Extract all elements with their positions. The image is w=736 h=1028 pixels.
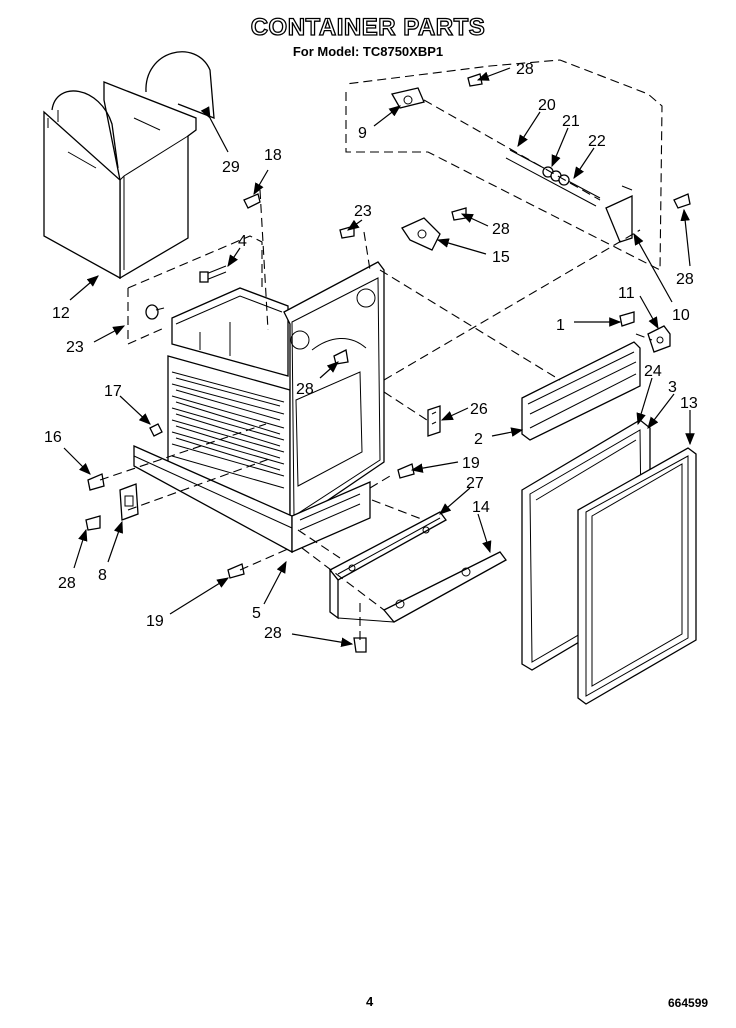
callout-28-frame: 28 [296,381,314,398]
callout-11: 11 [618,285,635,302]
callout-17: 17 [104,383,122,400]
toe-grille-drawing [329,511,507,623]
callout-3: 3 [668,379,677,396]
bracket-26-drawing [427,405,441,437]
hardware-dashed-group-left [127,235,263,345]
leader-arrows [63,67,695,647]
hinge-dashed-group-top [345,59,663,271]
door-hinge-bar-drawing [521,341,641,441]
callout-28-right: 28 [676,271,694,288]
bracket-8-drawing [119,483,139,521]
callout-29: 29 [222,159,240,176]
callout-5: 5 [252,605,261,622]
page-number: 4 [366,994,374,1009]
callout-21: 21 [562,113,580,130]
callout-9: 9 [358,125,367,142]
callout-12: 12 [52,305,70,322]
callout-4: 4 [238,233,247,250]
door-panel-13-drawing [577,447,697,705]
model-subtitle: For Model: TC8750XBP1 [292,44,444,59]
callout-19-right: 19 [462,455,480,472]
callout-23-left: 23 [66,339,84,356]
callout-10: 10 [672,307,690,324]
callout-14: 14 [472,499,490,516]
callout-13: 13 [680,395,698,412]
assembly-guide-lines [99,99,653,640]
callout-23-top: 23 [354,203,372,220]
cabinet-frame-drawing [133,261,385,554]
hinge-15-drawing [401,217,441,251]
bracket-11-drawing [647,325,671,353]
callout-19-left: 19 [146,613,164,630]
callout-28-bottom: 28 [264,625,282,642]
callout-22: 22 [588,133,606,150]
callout-26: 26 [470,401,488,418]
callout-16: 16 [44,429,62,446]
bumper-23-drawing [145,304,165,320]
callout-28-top: 28 [516,61,534,78]
page-title: CONTAINER PARTS [250,13,486,41]
hinge-assembly-drawing [391,87,633,243]
callout-2: 2 [474,431,483,448]
callout-1: 1 [556,317,565,334]
callout-8: 8 [98,567,107,584]
callout-28-hinge15: 28 [492,221,510,238]
container-bag-drawing [43,51,215,280]
callout-15: 15 [492,249,510,266]
document-code: 664599 [668,996,709,1010]
screw-4-drawing [199,265,227,283]
callout-20: 20 [538,97,556,114]
callout-28-bottom-left: 28 [58,575,76,592]
callout-27: 27 [466,475,484,492]
callout-18: 18 [264,147,282,164]
nut-17-drawing [149,423,163,437]
callout-24: 24 [644,363,662,380]
